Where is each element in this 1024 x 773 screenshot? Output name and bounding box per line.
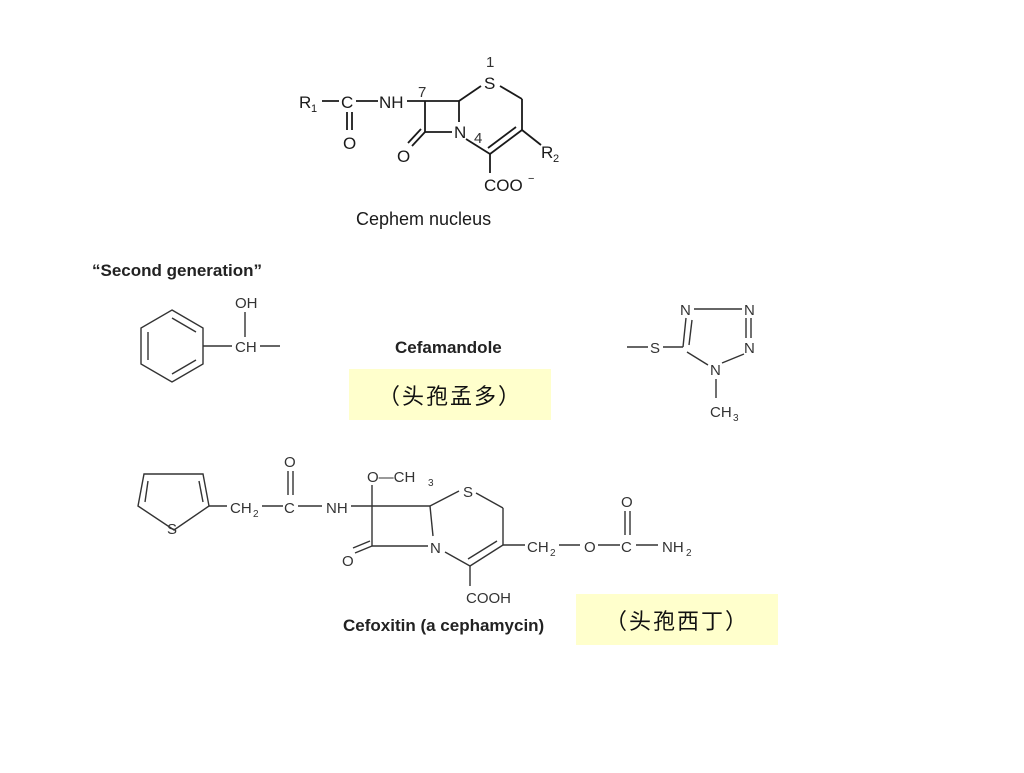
ring-sulfur: S <box>463 484 473 501</box>
thiophene-sulfur: S <box>167 521 177 538</box>
methylene-a: CH <box>230 500 252 517</box>
methyl-subscript: 3 <box>733 413 739 424</box>
carbonyl-carbon: C <box>341 93 353 112</box>
ring-sulfur: S <box>484 74 495 93</box>
position-7: 7 <box>418 84 426 101</box>
r1-label: R <box>299 93 311 112</box>
carboxyl-label: COOH <box>466 590 511 607</box>
amino-label: NH <box>662 539 684 556</box>
cephem-caption: Cephem nucleus <box>356 209 491 229</box>
c3-c4-double-bond <box>467 540 498 560</box>
thiophene-ring <box>137 473 210 531</box>
r2-subscript: 2 <box>553 153 559 165</box>
n-c4-bond <box>444 551 471 567</box>
cefoxitin-name: Cefoxitin (a cephamycin) <box>343 616 544 635</box>
c6-s-bond <box>458 85 482 102</box>
carbonyl-oxygen: O <box>343 134 356 153</box>
c5-n4-bond <box>682 317 687 348</box>
cefoxitin-structure: S CH 2 O C NH O—CH 3 N O S COOH CH 2 <box>137 454 692 635</box>
lactam-oxygen: O <box>342 553 354 570</box>
tetrazole-n3: N <box>744 302 755 319</box>
position-1: 1 <box>486 54 494 71</box>
methoxy-subscript: 3 <box>428 478 434 489</box>
carboxylate: COO <box>484 176 523 195</box>
methylene-b: CH <box>527 539 549 556</box>
position-4: 4 <box>474 130 482 147</box>
c3-r2-bond <box>521 129 542 146</box>
ring-nitrogen: N <box>454 123 466 142</box>
s-c2-bond <box>475 492 504 509</box>
benzene-inner-bond-1 <box>171 317 197 333</box>
tetrazole-sulfur: S <box>650 340 660 357</box>
tetrazole-n4: N <box>680 302 691 319</box>
acyl-oxygen: O <box>284 454 296 471</box>
methylene-a-subscript: 2 <box>253 509 259 520</box>
n1-c5-bond <box>686 351 709 366</box>
c3-c4-double-bond <box>487 126 517 149</box>
lactam-co-bond-2 <box>407 128 422 144</box>
cefoxitin-chinese-label: （头孢西丁） <box>576 594 778 645</box>
carbamoyl-carbon: C <box>621 539 632 556</box>
s-c2-bond <box>499 85 523 100</box>
amino-subscript: 2 <box>686 548 692 559</box>
r1-subscript: 1 <box>311 103 317 115</box>
thiophene-inner-bond-1 <box>144 480 149 503</box>
methoxy-label: O—CH <box>367 469 415 486</box>
carbamoyl-oxygen: O <box>621 494 633 511</box>
c6-n-bond <box>429 505 434 537</box>
cefamandole-structure: OH CH Cefamandole S N N N N CH 3 <box>140 295 755 424</box>
second-generation-heading: “Second generation” <box>92 261 262 280</box>
carboxylate-charge: − <box>528 173 534 185</box>
c3-c4-bond <box>469 544 504 567</box>
benzene-ring <box>140 309 204 383</box>
ring-nitrogen: N <box>430 540 441 557</box>
lactam-co-bond-2 <box>352 540 371 549</box>
amide-nh: NH <box>379 93 404 112</box>
cephem-nucleus: R 1 C O NH 7 N 4 O 1 S R 2 COO − Ce <box>299 54 559 229</box>
methyl-label: CH <box>710 404 732 421</box>
ester-oxygen: O <box>584 539 596 556</box>
lactam-co-bond-1 <box>411 131 426 147</box>
c3-c4-bond <box>489 129 523 155</box>
hydroxyl-label: OH <box>235 295 258 312</box>
tetrazole-n2: N <box>744 340 755 357</box>
cefamandole-name: Cefamandole <box>395 338 502 357</box>
thiophene-inner-bond-2 <box>198 480 204 503</box>
lactam-co-bond-1 <box>354 545 373 554</box>
benzene-inner-bond-2 <box>171 359 197 375</box>
n-c4-bond <box>465 138 491 155</box>
n2-n1-bond <box>721 353 745 364</box>
r2-label: R <box>541 143 553 162</box>
acyl-carbon: C <box>284 500 295 517</box>
tetrazole-n1: N <box>710 362 721 379</box>
cefamandole-chinese-label: （头孢孟多） <box>349 369 551 420</box>
methylene-b-subscript: 2 <box>550 548 556 559</box>
amide-nh: NH <box>326 500 348 517</box>
lactam-oxygen: O <box>397 147 410 166</box>
methine-label: CH <box>235 339 257 356</box>
c6-s-bond <box>429 490 460 507</box>
c5-n4-double-bond <box>688 319 693 346</box>
